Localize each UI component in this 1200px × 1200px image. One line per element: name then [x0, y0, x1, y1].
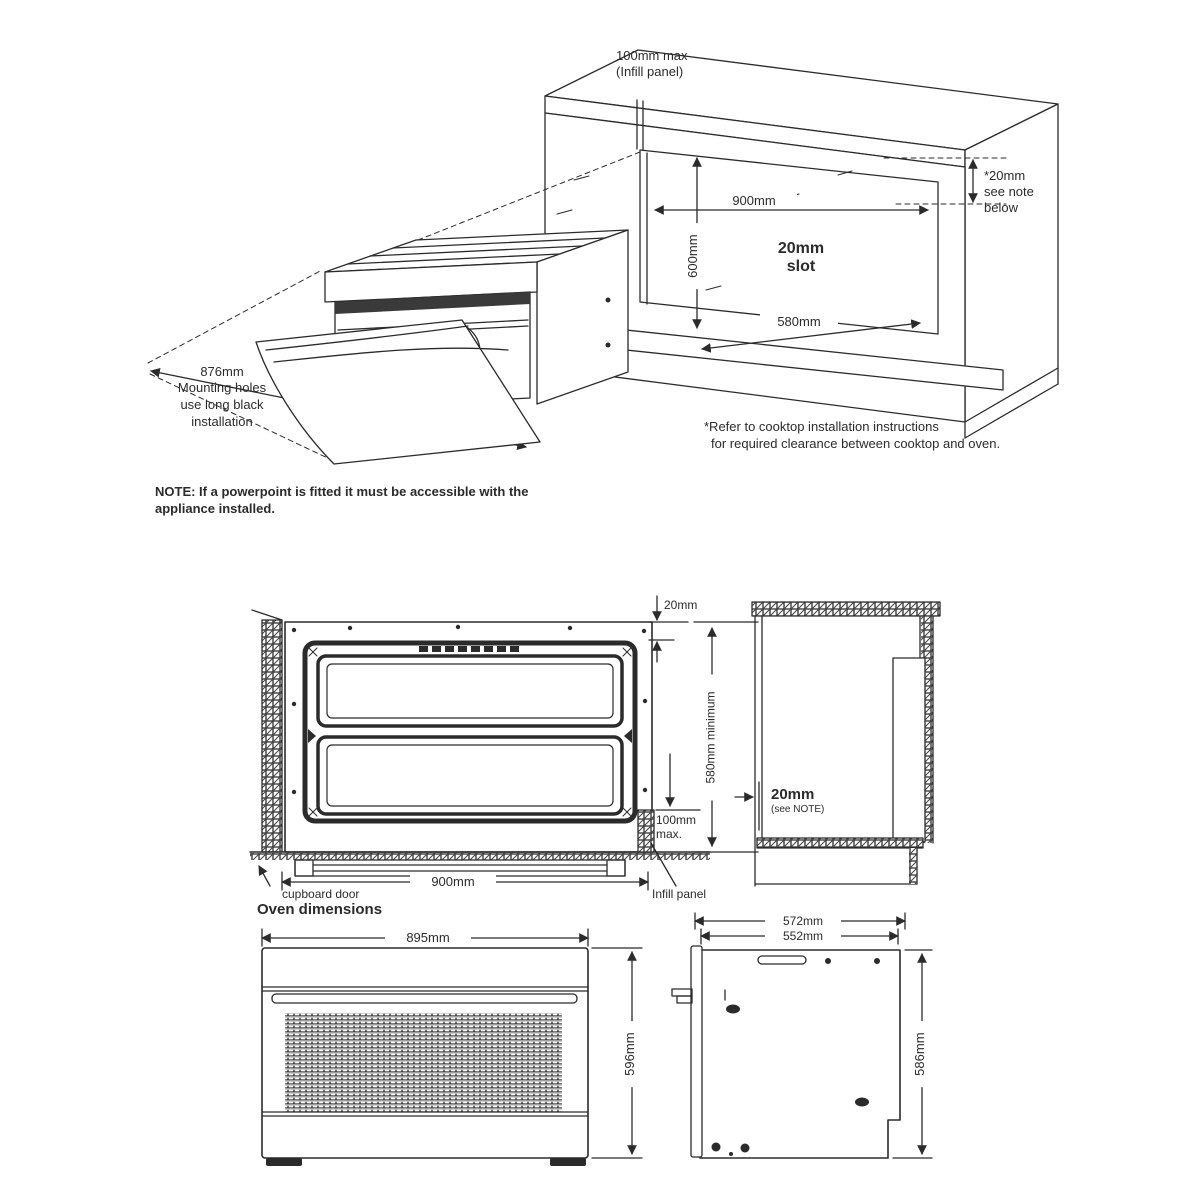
dim-cutout-width: 900mm	[711, 193, 797, 210]
infill-panel-label: Infill panel	[652, 887, 707, 901]
side-section-view	[734, 601, 941, 887]
oven-dimensions-heading: Oven dimensions	[257, 901, 383, 918]
dim-side-depth-body: 552mm	[765, 929, 841, 944]
mounting-note-line3: use long black	[180, 397, 264, 412]
cooktop-note-line2: for required clearance between cooktop a…	[711, 436, 1001, 451]
slot-label-line2: slot	[786, 258, 816, 275]
dim-min-height: 580mm minimum	[703, 674, 719, 801]
infill-top-label-line1: 100mm max	[616, 48, 688, 63]
dim-cutout-height: 600mm	[684, 223, 702, 290]
dim-infill-max-line1: 100mm	[656, 813, 697, 827]
mounting-note-line4: installation	[191, 414, 253, 429]
powerpoint-note-line2: appliance installed.	[155, 501, 275, 516]
infill-top-label-line2: (Infill panel)	[616, 64, 684, 79]
gap-note-line2: see note	[984, 184, 1034, 199]
dim-front-width: 895mm	[385, 930, 471, 947]
front-view-in-cupboard	[249, 595, 759, 891]
dim-infill-max-line2: max.	[656, 827, 683, 841]
dim-side-height: 586mm	[911, 1021, 929, 1088]
dim-rear-gap: 20mm	[771, 786, 815, 803]
dim-cavity-width: 900mm	[410, 874, 496, 891]
slot-label-line1: 20mm	[777, 240, 825, 257]
dim-front-height: 596mm	[621, 1021, 639, 1088]
gap-note-line3: below	[984, 200, 1018, 215]
oven-front-view	[261, 928, 643, 1166]
dim-top-gap: 20mm	[664, 598, 698, 612]
cupboard-door-label: cupboard door	[282, 887, 360, 901]
oven-side-view	[671, 912, 933, 1159]
dim-side-depth-overall: 572mm	[765, 914, 841, 929]
mounting-note-line2: Mounting holes	[177, 380, 267, 395]
mounting-note-line1: 876mm	[200, 364, 244, 379]
cooktop-note-line1: *Refer to cooktop installation instructi…	[704, 419, 939, 434]
dim-rear-gap-note: (see NOTE)	[771, 804, 825, 815]
powerpoint-note-line1: NOTE: If a powerpoint is fitted it must …	[155, 484, 529, 499]
gap-note-line1: *20mm	[984, 168, 1026, 183]
oven-isometric	[255, 229, 629, 465]
dim-cutout-depth: 580mm	[760, 314, 838, 331]
